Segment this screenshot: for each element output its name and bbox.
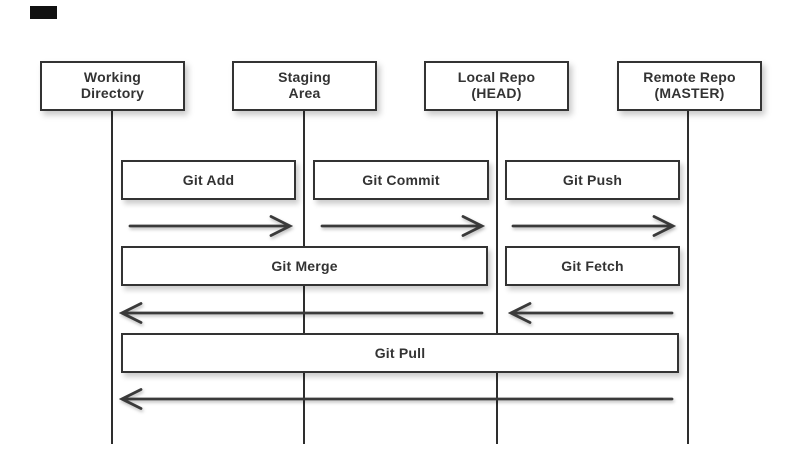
column-header-label-line: (MASTER): [654, 85, 725, 101]
column-header-label-line: Directory: [80, 85, 145, 101]
column-header-label-line: (HEAD): [471, 85, 522, 101]
git-merge-arrow: [119, 299, 485, 327]
git-commit-arrow: [319, 212, 486, 240]
op-box-git-add: Git Add: [121, 160, 296, 200]
op-box-git-pull: Git Pull: [121, 333, 679, 373]
arrow-right-icon: [511, 215, 677, 237]
column-header-staging-area: Staging Area: [232, 61, 377, 111]
arrow-left-icon: [119, 388, 674, 410]
lifeline-remote-repo: [687, 111, 689, 444]
git-pull-arrow: [119, 385, 675, 413]
column-header-label-line: Local Repo: [457, 69, 536, 86]
git-push-arrow: [510, 212, 677, 240]
arrow-left-icon: [119, 302, 484, 324]
arrow-left-icon: [508, 302, 674, 324]
column-header-label-line: Remote Repo: [643, 69, 736, 86]
column-header-remote-repo: Remote Repo (MASTER): [617, 61, 762, 111]
op-box-git-merge: Git Merge: [121, 246, 488, 286]
column-header-label-line: Working: [83, 69, 142, 86]
op-box-git-commit: Git Commit: [313, 160, 489, 200]
arrow-right-icon: [128, 215, 294, 237]
git-fetch-arrow: [508, 299, 675, 327]
column-header-working-directory: Working Directory: [40, 61, 185, 111]
op-box-git-fetch: Git Fetch: [505, 246, 680, 286]
column-header-label-line: Area: [288, 85, 321, 101]
git-add-arrow: [127, 212, 294, 240]
corner-mark: [30, 6, 57, 19]
arrow-right-icon: [320, 215, 486, 237]
lifeline-working-directory: [111, 111, 113, 444]
column-header-local-repo: Local Repo (HEAD): [424, 61, 569, 111]
op-box-git-push: Git Push: [505, 160, 680, 200]
column-header-label-line: Staging: [278, 69, 331, 86]
lifeline-local-repo: [496, 111, 498, 444]
